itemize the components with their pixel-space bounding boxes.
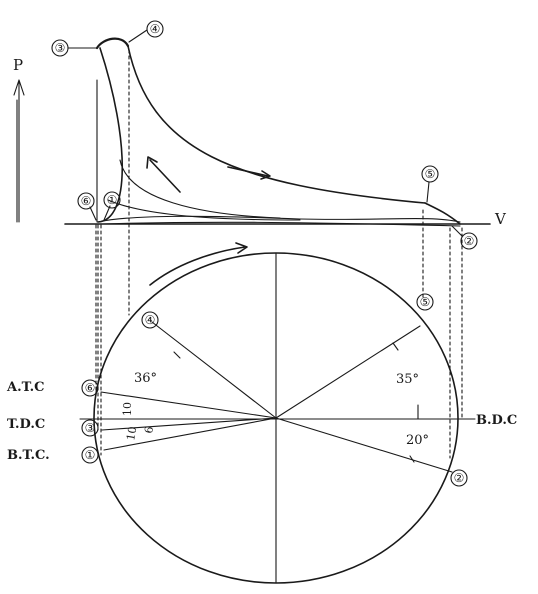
point-2-crank: ② xyxy=(454,471,465,485)
v-axis-label: V xyxy=(494,210,507,228)
point-2-pv: ② xyxy=(464,234,475,248)
angle-35: 35° xyxy=(396,372,419,387)
rotation-arrow xyxy=(149,246,246,286)
crank-circle-diagram xyxy=(79,242,476,584)
expansion-direction-arrow xyxy=(227,166,269,177)
combustion-peak xyxy=(95,37,130,50)
point-1-pv: ① xyxy=(107,193,118,207)
point-3-crank: ③ xyxy=(85,421,96,435)
point-4-pv: ④ xyxy=(150,22,161,36)
radius-point-2 xyxy=(275,417,453,473)
pv-diagram: P V xyxy=(13,29,507,237)
radius-point-3 xyxy=(101,417,277,431)
radius-point-6 xyxy=(100,391,277,419)
point-4-crank: ④ xyxy=(145,313,156,327)
compression-direction-arrow xyxy=(149,159,181,193)
label-atc: A.T.C xyxy=(6,380,44,395)
projection-lines xyxy=(95,49,463,459)
angle-6: 6 xyxy=(142,425,156,434)
point-markers: ③ ④ ⑥ ① ⑤ ② ④ ⑤ ⑥ ③ ① ② xyxy=(51,20,478,487)
pumping-loop xyxy=(107,199,301,221)
point-1-crank: ① xyxy=(85,448,96,462)
point-5-pv: ⑤ xyxy=(425,167,436,181)
point-5-crank: ⑤ xyxy=(420,295,431,309)
radius-point-4 xyxy=(151,321,277,419)
exhaust-line xyxy=(97,215,461,223)
label-btc: B.T.C. xyxy=(7,448,50,463)
angle-20: 20° xyxy=(406,433,429,448)
label-tdc: T.D.C xyxy=(7,417,45,432)
expansion-curve xyxy=(127,45,426,204)
radius-point-5 xyxy=(275,325,421,419)
point-6-crank: ⑥ xyxy=(85,381,96,395)
point-6-pv: ⑥ xyxy=(81,194,92,208)
compression-curve xyxy=(97,47,123,223)
angle-36: 36° xyxy=(134,371,157,386)
angle-10-lower: 10 xyxy=(124,425,139,441)
inner-compression-trace xyxy=(119,159,281,219)
label-bdc: B.D.C xyxy=(476,413,517,428)
intake-line xyxy=(101,221,461,227)
p-axis-label: P xyxy=(13,56,23,74)
point-3-pv: ③ xyxy=(55,41,66,55)
angle-10-upper: 10 xyxy=(121,402,134,416)
p-axis-arrowhead xyxy=(13,79,25,96)
radius-point-1 xyxy=(103,417,277,451)
